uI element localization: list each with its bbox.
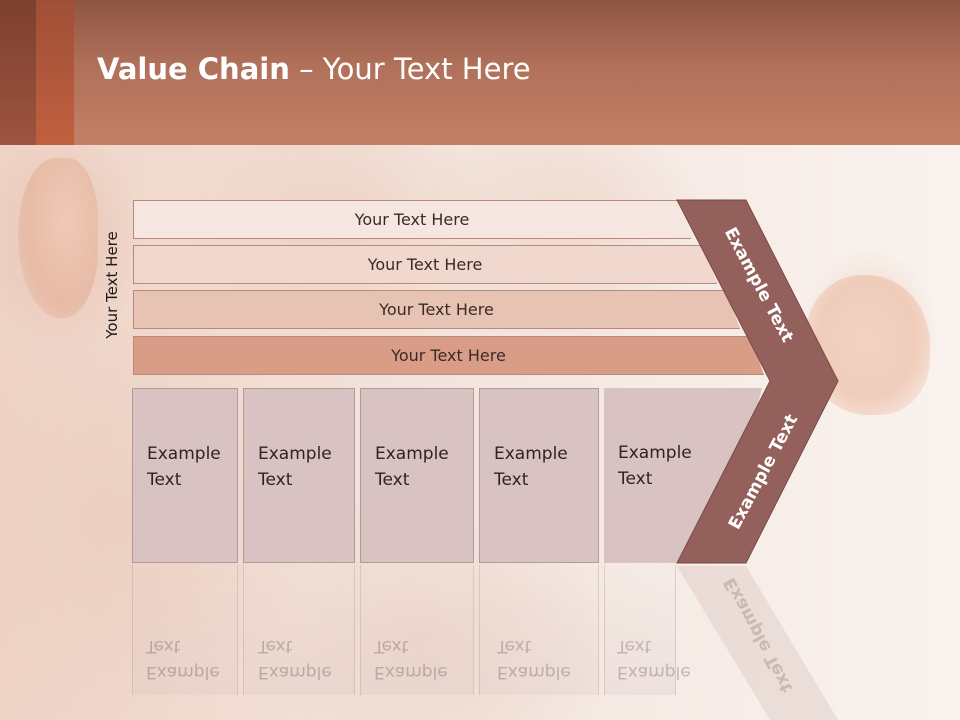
header-band: Value Chain – Your Text Here xyxy=(0,0,960,145)
background-hand xyxy=(805,275,930,415)
bar-2: Your Text Here xyxy=(133,245,717,284)
example-box-4: Example Text xyxy=(479,388,599,563)
bar-4: Your Text Here xyxy=(133,336,764,375)
bar-3: Your Text Here xyxy=(133,290,740,329)
bar-4-label: Your Text Here xyxy=(391,346,506,365)
slide-title: Value Chain – Your Text Here xyxy=(97,52,531,86)
example-box-2: Example Text xyxy=(243,388,355,563)
example-box-5-label: Example Text xyxy=(618,443,692,489)
bar-1-label: Your Text Here xyxy=(354,210,470,229)
example-box-1-label: Example Text xyxy=(147,444,221,490)
side-label: Your Text Here xyxy=(103,231,121,339)
example-box-3: Example Text xyxy=(360,388,474,563)
example-box-1: Example Text xyxy=(132,388,238,563)
header-accent-dark xyxy=(0,0,36,145)
example-box-4-label: Example Text xyxy=(494,444,568,490)
bar-1: Your Text Here xyxy=(133,200,691,239)
bar-3-label: Your Text Here xyxy=(379,300,494,319)
header-accent-light xyxy=(36,0,74,145)
title-rest: – Your Text Here xyxy=(289,52,531,86)
bar-2-label: Your Text Here xyxy=(367,255,483,274)
example-box-2-label: Example Text xyxy=(258,444,332,490)
title-bold: Value Chain xyxy=(97,52,290,86)
background-ear xyxy=(18,158,98,318)
example-box-3-label: Example Text xyxy=(375,444,449,490)
